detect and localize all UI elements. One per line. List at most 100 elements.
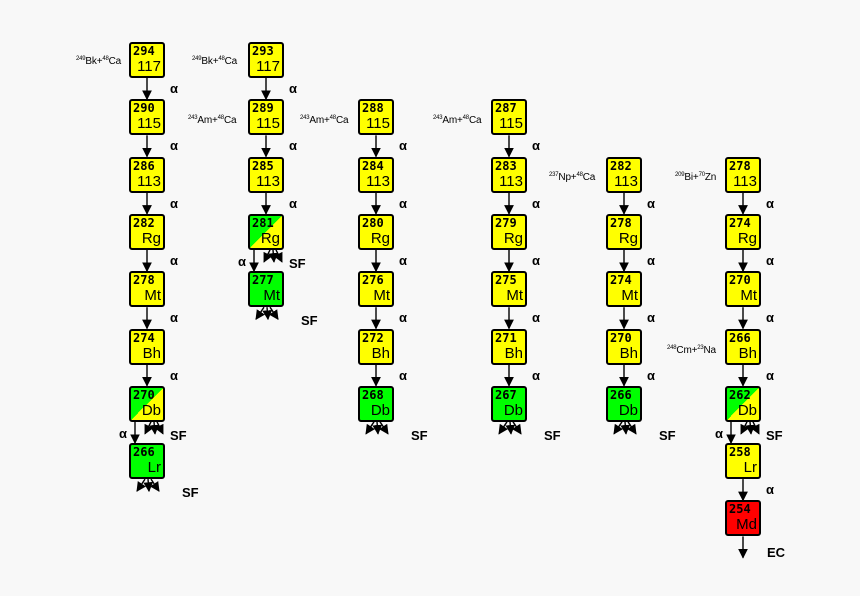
fission-arrow-l [263,249,273,263]
alpha-label: α [399,367,407,383]
fission-arrow-m [268,249,279,263]
element-symbol: Mt [740,287,757,305]
element-symbol: 117 [256,58,280,75]
mass-number: 282 [133,215,155,230]
target-mass: 243 [433,115,443,121]
alpha-label: α [532,310,540,326]
mass-number: 280 [362,215,384,230]
mass-number: 286 [133,158,155,173]
target-element: Am+ [197,115,218,126]
element-symbol: 115 [499,115,523,133]
mass-number: 279 [495,215,517,230]
mass-number: 293 [252,44,274,58]
element-symbol: Mt [263,287,280,305]
alpha-label: α [170,310,178,326]
fission-arrow-m [262,307,273,321]
fission-arrow-m [372,421,383,435]
element-symbol: 113 [256,172,280,190]
projectile-element: Na [703,345,717,356]
element-symbol: Lr [147,459,161,477]
projectile-mass: 48 [217,115,224,121]
element-symbol: 115 [366,115,390,133]
mass-number: 254 [729,502,751,517]
element-symbol: Md [736,516,757,534]
alpha-label: α [766,195,774,211]
sf-label: SF [544,427,561,443]
mass-number: 270 [610,330,632,345]
target-mass: 248 [667,345,677,351]
element-symbol: Db [141,401,161,419]
mass-number: 268 [362,387,384,402]
mass-number: 290 [133,101,155,116]
element-symbol: 113 [614,172,638,190]
reaction-label: 243Am+48Ca [433,112,482,127]
projectile-element: Ca [468,115,482,126]
mass-number: 278 [610,215,632,230]
target-mass: 237 [549,172,559,178]
reaction-label: 243Am+48Ca [300,112,349,127]
projectile-element: Zn [704,172,717,183]
element-symbol: Bh [142,344,161,362]
element-symbol: Mt [144,287,161,305]
fission-arrow-m [149,421,160,435]
alpha-label: α [170,195,178,211]
element-symbol: Mt [506,287,523,305]
mass-number: 287 [495,101,517,116]
projectile-mass: 70 [698,172,705,178]
fission-arrow-l [613,421,623,435]
mass-number: 270 [133,387,155,402]
mass-number: 262 [729,387,751,402]
fission-arrow-r [154,421,164,435]
alpha-label: α [238,253,246,269]
element-symbol: Mt [373,287,390,305]
alpha-label: α [399,310,407,326]
alpha-label: α [289,81,297,96]
reaction-label: 237Np+48Ca [549,169,595,184]
mass-number: 276 [362,273,384,288]
target-element: Am+ [442,115,463,126]
fission-arrow-r [273,249,283,263]
element-symbol: Bh [504,344,523,362]
projectile-element: Ca [223,115,237,126]
sf-label: SF [289,255,306,271]
alpha-label: α [766,367,774,383]
projectile-element: Ca [582,172,596,183]
mass-number: 288 [362,101,384,116]
fission-arrow-m [505,421,516,435]
fission-arrow-r [269,306,279,321]
element-symbol: 117 [137,58,161,75]
element-symbol: Db [737,401,757,419]
alpha-label: α [289,138,297,154]
reaction-label: 209Bi+70Zn [675,169,716,184]
alpha-label: α [532,252,540,268]
alpha-label: α [170,252,178,268]
mass-number: 294 [133,44,155,58]
sf-label: SF [170,427,187,443]
alpha-label: α [399,252,407,268]
projectile-mass: 48 [576,172,583,178]
sf-label: SF [182,485,199,501]
target-mass: 249 [76,56,86,62]
element-symbol: Rg [141,229,161,247]
element-symbol: Rg [618,229,638,247]
target-mass: 249 [192,56,202,62]
alpha-label: α [715,425,723,441]
